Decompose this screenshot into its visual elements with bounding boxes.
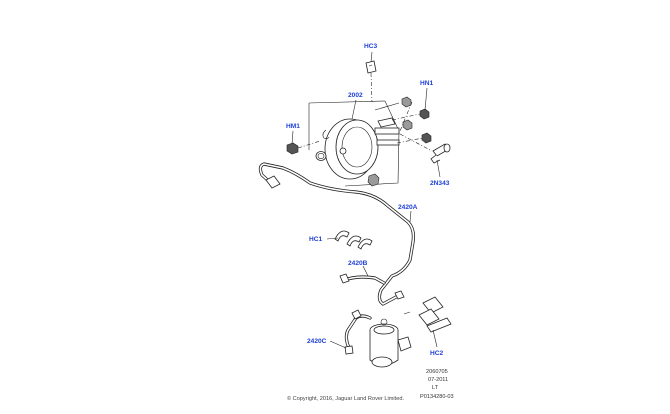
o-ring-seal bbox=[315, 151, 327, 161]
booster-stud-lower bbox=[376, 139, 400, 146]
hc3-clip bbox=[365, 60, 377, 74]
brake-booster-group[interactable] bbox=[286, 100, 400, 187]
hose-connector-upper bbox=[265, 175, 281, 189]
hose-lower-end bbox=[344, 345, 354, 355]
vacuum-pump bbox=[369, 318, 412, 368]
booster-fixings bbox=[365, 60, 432, 144]
nut-upper-1 bbox=[401, 96, 412, 108]
callout-2n343[interactable]: 2N343 bbox=[430, 180, 450, 187]
pump-outlet bbox=[397, 336, 412, 352]
ref-date: 07-2011 bbox=[428, 377, 448, 383]
vacuum-hose-2420a[interactable] bbox=[258, 162, 416, 306]
hc1-clips bbox=[334, 230, 373, 250]
callout-hn1[interactable]: HN1 bbox=[420, 80, 434, 87]
hc1-clip-2 bbox=[346, 235, 362, 247]
nut-upper-2 bbox=[402, 119, 413, 131]
hose-connector-lower bbox=[394, 290, 405, 300]
hc2-clip-mid bbox=[418, 308, 440, 326]
booster-port bbox=[339, 147, 347, 155]
brake-booster-face bbox=[335, 119, 379, 175]
callout-2420a[interactable]: 2420A bbox=[398, 204, 418, 211]
leader-lines bbox=[291, 51, 441, 349]
ref-code: 2060705 bbox=[426, 369, 448, 375]
callout-hm1[interactable]: HM1 bbox=[286, 123, 300, 130]
brake-booster-rib bbox=[341, 126, 373, 168]
ref-region: LT bbox=[432, 385, 439, 391]
nut-hn1-b bbox=[421, 132, 432, 144]
hose-connector-branch bbox=[339, 273, 350, 284]
callout-2002[interactable]: 2002 bbox=[348, 92, 363, 99]
hose-main bbox=[258, 162, 416, 306]
hm1-nut bbox=[286, 142, 299, 155]
hc1-clip-1 bbox=[334, 230, 350, 242]
hose-lower-fitting bbox=[351, 309, 362, 320]
booster-stud-upper bbox=[374, 127, 400, 135]
callout-hc2[interactable]: HC2 bbox=[430, 350, 444, 357]
booster-bottom-nut bbox=[367, 173, 380, 187]
hc2-clip-base bbox=[426, 317, 452, 333]
ref-illustration-number: P0134280-03 bbox=[420, 394, 454, 400]
nut-hn1-a bbox=[419, 108, 430, 120]
reference-block: 2060705 07-2011 LT P0134280-03 bbox=[420, 369, 454, 400]
retaining-clip bbox=[322, 129, 330, 140]
hc1-clip-3 bbox=[357, 238, 373, 250]
hc2-clip-top bbox=[422, 296, 444, 314]
callout-2420b[interactable]: 2420B bbox=[348, 260, 368, 267]
callout-hc3[interactable]: HC3 bbox=[364, 43, 378, 50]
vacuum-hose-2420c[interactable] bbox=[344, 309, 372, 355]
check-valve-2n343 bbox=[399, 133, 451, 164]
callout-hc1[interactable]: HC1 bbox=[309, 236, 323, 243]
booster-mount-bracket bbox=[377, 117, 396, 128]
hose-lower bbox=[344, 314, 372, 352]
callout-2420c[interactable]: 2420C bbox=[307, 338, 327, 345]
copyright-notice: © Copyright, 2016, Jaguar Land Rover Lim… bbox=[287, 395, 404, 402]
hc2-clip bbox=[403, 296, 452, 333]
